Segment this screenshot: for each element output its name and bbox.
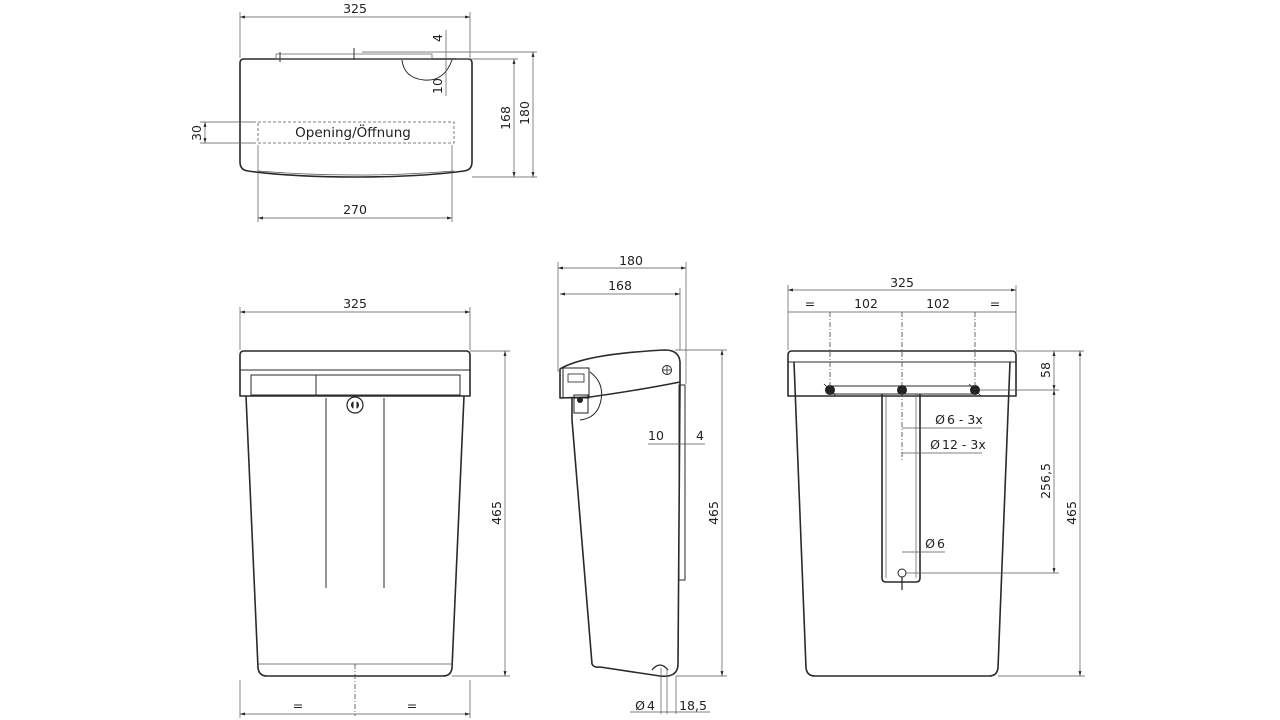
diameter-symbol: Ø	[935, 412, 945, 427]
side-body	[571, 381, 681, 678]
front-view: 325 465 = =	[239, 296, 510, 718]
drain-hole-icon	[651, 664, 669, 671]
dim-text-rear-holes: 256,5	[1038, 463, 1053, 499]
dim-text-rear-top: 58	[1038, 362, 1053, 378]
lock-housing	[401, 59, 453, 81]
dim-text-depth-outer: 180	[517, 101, 532, 125]
front-slot-left	[250, 374, 317, 396]
keyhole-icon	[897, 568, 907, 590]
hinge-mechanism	[562, 367, 603, 421]
opening-label: Opening/Öffnung	[295, 123, 411, 141]
dim-text-front-width: 325	[343, 296, 367, 311]
screw-icon	[662, 365, 672, 375]
dim-text-rear-width: 325	[890, 275, 914, 290]
dim-text-depth-inner: 168	[498, 106, 513, 130]
dim-text-side-b: 4	[696, 428, 704, 443]
dim-text-side-a: 10	[648, 428, 664, 443]
dim-text-side-offset: 18,5	[679, 698, 707, 713]
dim-text-rear-spacing-left: 102	[854, 296, 878, 311]
dim-text-front-height: 465	[489, 501, 504, 525]
front-body	[245, 395, 465, 677]
dim-text-equal-right: =	[407, 698, 417, 713]
hole-small-label: 6 - 3x	[947, 412, 983, 427]
dim-text-rear-equal-right: =	[990, 296, 1000, 311]
opening-slot	[257, 121, 455, 144]
wall-bracket	[678, 384, 686, 581]
rear-lid	[787, 350, 1017, 397]
top-view-inner-edge	[257, 170, 455, 176]
diameter-symbol: Ø	[925, 536, 935, 551]
dim-text-small-a: 4	[430, 34, 445, 42]
hole-large-label: 12 - 3x	[942, 437, 986, 452]
dim-text-side-outer: 180	[619, 253, 643, 268]
side-view: 180 168 10 4 465 Ø 4 18,5	[557, 253, 727, 714]
dim-text-drain: 4	[647, 698, 655, 713]
front-lid	[239, 350, 471, 397]
dim-text-rear-equal-left: =	[805, 296, 815, 311]
diameter-symbol: Ø	[635, 698, 645, 713]
dim-text-rear-spacing-right: 102	[926, 296, 950, 311]
dim-text-side-height: 465	[706, 501, 721, 525]
top-view-outline	[239, 58, 473, 178]
front-slot-right	[315, 374, 461, 396]
hinge-bar	[275, 53, 433, 60]
top-view: Opening/Öffnung 325 270 30 168 180 4 10	[189, 1, 537, 222]
dim-text-rear-height: 465	[1064, 501, 1079, 525]
diameter-symbol: Ø	[930, 437, 940, 452]
dim-text-equal-left: =	[293, 698, 303, 713]
dim-text-small-b: 10	[430, 78, 445, 94]
rear-view: 325 = 102 102 = 58 256,5 465 Ø 6 - 3x Ø …	[787, 275, 1085, 677]
dim-text-opening-width: 270	[343, 202, 367, 217]
dim-text-width: 325	[343, 1, 367, 16]
side-lid	[559, 349, 681, 399]
hole-single-label: 6	[937, 536, 945, 551]
rear-body	[793, 361, 1011, 677]
mounting-rail	[881, 394, 921, 583]
lock-icon	[346, 396, 364, 414]
dim-text-side-inner: 168	[608, 278, 632, 293]
dim-text-opening-height: 30	[189, 125, 204, 141]
